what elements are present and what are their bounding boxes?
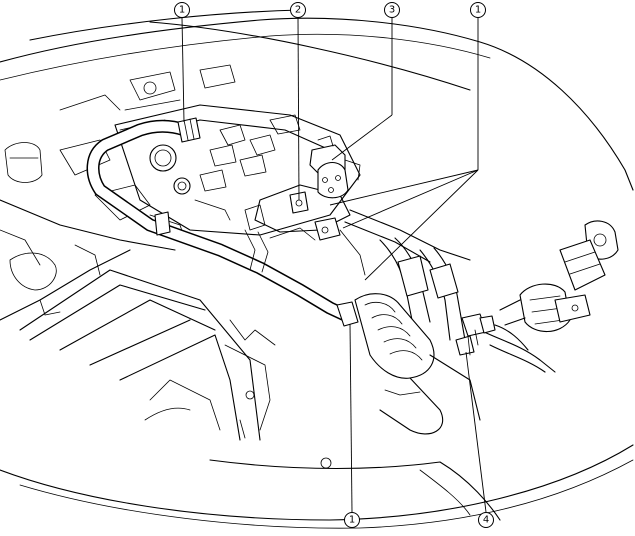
callout-1-top-left: 1 — [174, 2, 190, 18]
egr-valve — [309, 135, 361, 199]
intake-hoses — [344, 209, 471, 341]
o2-sensor-connector — [455, 313, 529, 356]
ventilation-hose — [86, 117, 359, 327]
leader-lines — [181, 17, 487, 513]
callout-2: 2 — [290, 2, 306, 18]
center-fittings — [244, 184, 366, 276]
svg-text:2: 2 — [295, 5, 301, 16]
svg-text:3: 3 — [389, 5, 395, 16]
svg-text:1: 1 — [179, 5, 185, 16]
exhaust-converter — [479, 220, 619, 373]
air-intake-duct — [354, 293, 481, 435]
left-front-structure — [0, 199, 276, 441]
callout-1-bottom: 1 — [344, 512, 360, 528]
callout-1-top-right: 1 — [470, 2, 486, 18]
callout-3: 3 — [384, 2, 400, 18]
svg-text:1: 1 — [349, 515, 355, 526]
svg-text:1: 1 — [475, 5, 481, 16]
body-outline — [0, 9, 634, 529]
callout-4: 4 — [478, 512, 494, 528]
svg-text:4: 4 — [483, 515, 489, 526]
